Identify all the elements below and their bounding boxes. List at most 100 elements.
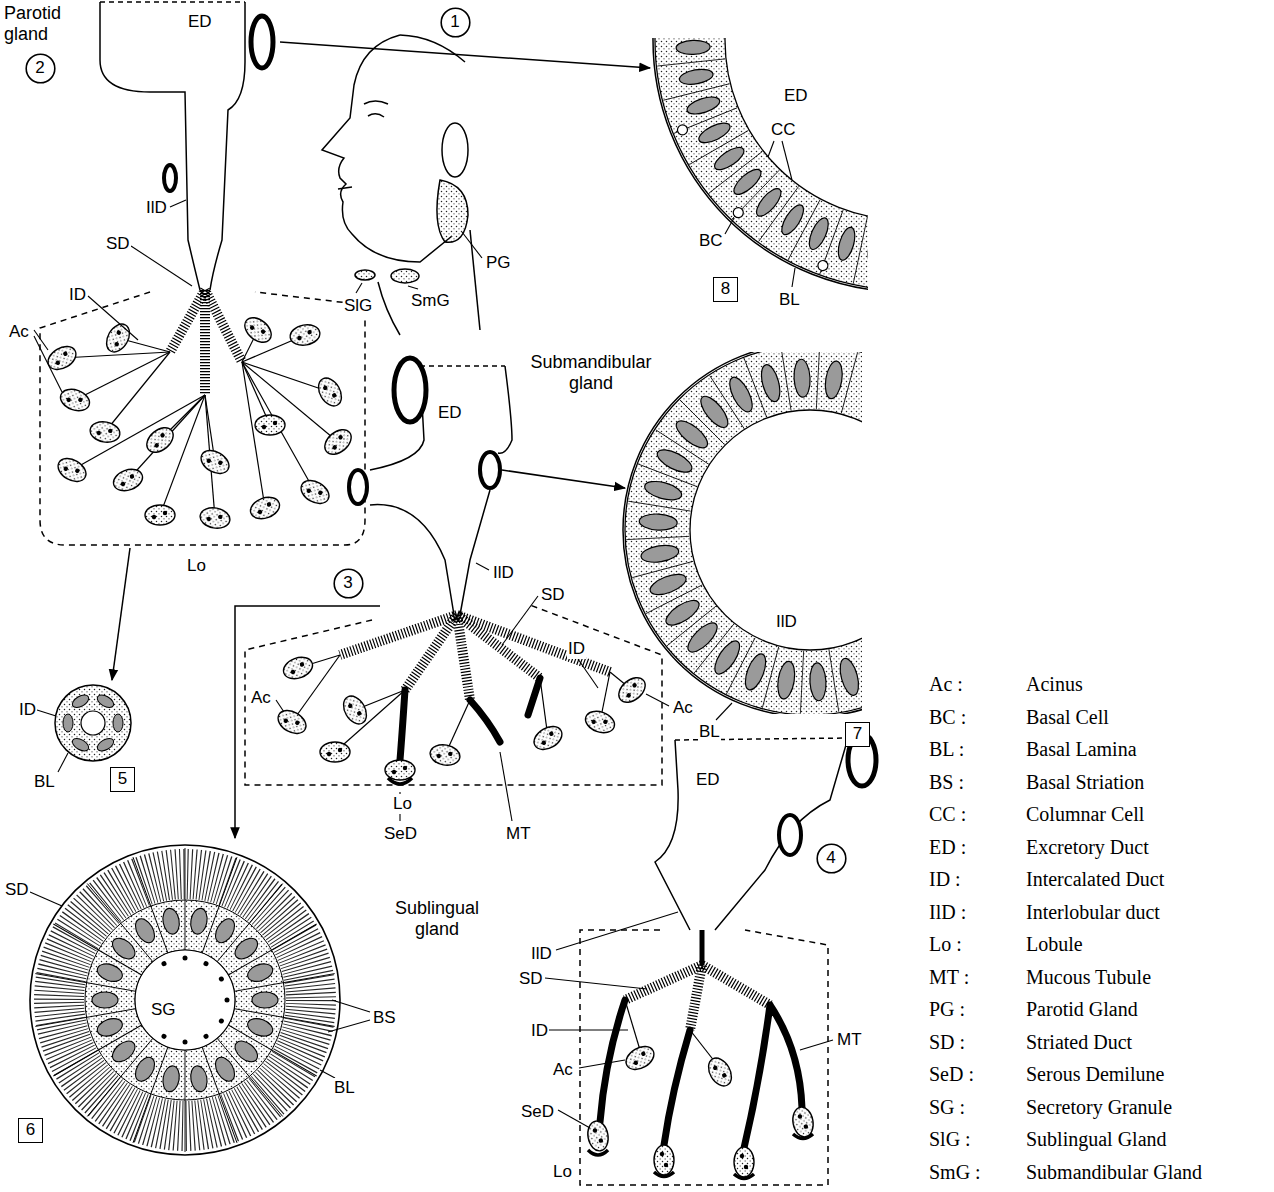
submandibular-gland-drawing	[274, 706, 310, 738]
parotid-gland-drawing	[242, 362, 330, 392]
interlobular-duct-section	[683, 618, 721, 656]
leader-line	[549, 1029, 628, 1030]
excretory-duct-section	[676, 40, 710, 55]
striated-duct-section	[135, 950, 235, 1050]
submandibular-gland-drawing	[349, 470, 367, 504]
circled-number: 4	[816, 843, 847, 874]
submandibular-gland-drawing	[428, 743, 461, 768]
excretory-duct-section	[678, 67, 714, 87]
striated-duct-section	[231, 934, 261, 963]
key-abbreviation: CC :	[928, 803, 967, 826]
striated-duct-section	[185, 848, 186, 950]
gland-name: Submandibular gland	[518, 352, 664, 393]
parotid-gland-drawing	[198, 506, 231, 531]
intercalated-duct-section	[95, 736, 116, 754]
boxed-number: 8	[713, 277, 738, 302]
interlobular-duct-section	[696, 392, 732, 432]
parotid-gland-drawing	[242, 362, 315, 492]
excretory-duct-section	[866, 232, 868, 268]
part-label: Ac	[552, 1060, 574, 1080]
striated-duct-section	[225, 998, 230, 1003]
intercalated-duct-section	[113, 714, 123, 732]
interlobular-duct-section	[628, 501, 690, 511]
gland-name: Parotid gland	[3, 3, 85, 44]
excretory-duct-section	[657, 59, 867, 284]
leader-line	[88, 296, 138, 340]
key-abbreviation: SmG :	[928, 1161, 982, 1184]
circled-number: 1	[440, 7, 471, 38]
striated-duct-section	[252, 992, 278, 1008]
submandibular-gland-drawing	[280, 653, 315, 682]
striated-duct-section	[109, 1037, 139, 1066]
submandibular-gland-drawing	[394, 358, 426, 422]
interlobular-duct-section	[640, 543, 680, 565]
striated-duct-section	[203, 1033, 210, 1040]
gland-name: Sublingual gland	[378, 898, 496, 939]
parotid-gland-drawing	[197, 446, 233, 478]
inset-arrow	[235, 606, 380, 838]
striated-duct-section	[183, 1040, 188, 1045]
striated-duct-section	[189, 1065, 209, 1093]
submandibular-gland-drawing	[245, 358, 662, 785]
interlobular-duct-section	[725, 374, 757, 415]
interlobular-duct-section	[800, 651, 803, 714]
excretory-duct-section	[657, 59, 725, 66]
excretory-duct-section	[730, 165, 765, 198]
interlobular-duct-section	[793, 359, 811, 398]
part-label: PG	[485, 253, 512, 273]
key-abbreviation: ID :	[928, 868, 962, 891]
leader-line	[320, 1070, 335, 1078]
circle-outline	[334, 569, 363, 598]
part-label: BL	[698, 722, 721, 742]
parotid-gland-drawing	[242, 362, 265, 508]
circle-outline	[26, 54, 55, 83]
parotid-gland-drawing	[57, 385, 92, 414]
part-label: BL	[33, 772, 56, 792]
part-label: Lo	[186, 556, 207, 576]
part-label: SD	[540, 585, 566, 605]
excretory-duct-section	[835, 226, 858, 263]
excretory-duct-section	[653, 38, 868, 292]
intercalated-duct-section	[63, 693, 123, 754]
leader-line	[800, 1040, 833, 1050]
striated-duct-section	[161, 1033, 168, 1040]
key-abbreviation: Lo :	[928, 933, 963, 956]
parotid-gland-drawing	[320, 425, 356, 460]
key-abbreviation: MT :	[928, 966, 970, 989]
sublingual-gland-drawing	[690, 1030, 715, 1062]
striated-duct-section	[245, 961, 275, 985]
sublingual-gland-drawing	[600, 1000, 802, 1148]
part-label: SD	[105, 234, 131, 254]
boxed-number: 7	[845, 722, 870, 747]
head-profile	[378, 282, 400, 335]
excretory-duct-section	[663, 84, 729, 100]
striated-duct-section	[95, 1015, 125, 1039]
key-abbreviation: BC :	[928, 706, 967, 729]
leader-line	[768, 141, 774, 157]
parotid-gland-drawing	[62, 330, 338, 518]
head-profile	[364, 101, 388, 104]
striated-duct-section	[92, 992, 118, 1008]
excretory-duct-section	[657, 40, 868, 284]
part-label: SeD	[520, 1102, 555, 1122]
part-label: SlG	[343, 296, 373, 316]
part-label: BC	[698, 231, 724, 251]
striated-duct-section	[183, 956, 188, 961]
part-label: IlD	[530, 944, 553, 964]
sublingual-gland-drawing	[580, 734, 876, 1185]
submandibular-gland-drawing	[388, 778, 412, 784]
leader-line	[58, 753, 68, 772]
striated-duct-section	[35, 848, 334, 1152]
leader-line	[356, 283, 362, 293]
figure-number: 6	[26, 1121, 35, 1140]
leader-line	[332, 1000, 370, 1012]
interlobular-duct-section	[809, 662, 827, 701]
interlobular-duct-section	[672, 416, 712, 452]
part-label: SeD	[383, 824, 418, 844]
excretory-duct-section	[805, 215, 832, 252]
parotid-gland-drawing	[54, 454, 90, 486]
part-label: Lo	[552, 1162, 573, 1182]
part-label: ID	[18, 700, 37, 720]
submandibular-gland-drawing	[400, 678, 540, 760]
interlobular-duct-section	[647, 570, 688, 599]
